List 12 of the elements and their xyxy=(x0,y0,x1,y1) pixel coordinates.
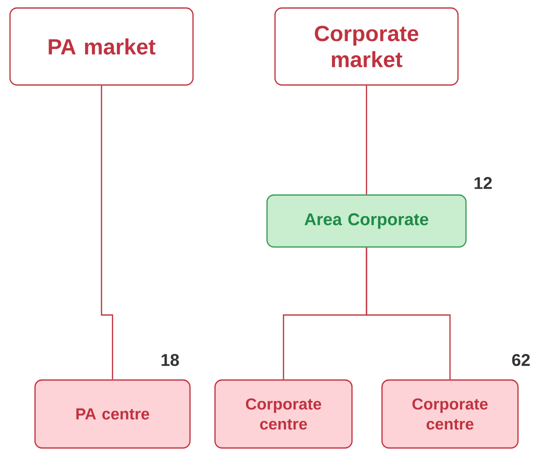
centre-box: Corporate centre xyxy=(214,379,353,449)
count-label: 12 xyxy=(474,177,492,189)
market-box: PA market xyxy=(9,7,194,86)
area-box: Area Corporate xyxy=(266,194,467,248)
connector-line xyxy=(100,86,114,380)
connector-line xyxy=(366,248,451,380)
count-label: 18 xyxy=(162,354,179,366)
connector-line xyxy=(366,86,368,194)
centre-box: PA centre xyxy=(34,379,191,449)
market-box: Corporate market xyxy=(274,7,459,86)
centre-box: Corporate centre xyxy=(381,379,519,449)
count-label: 62 xyxy=(512,354,530,366)
